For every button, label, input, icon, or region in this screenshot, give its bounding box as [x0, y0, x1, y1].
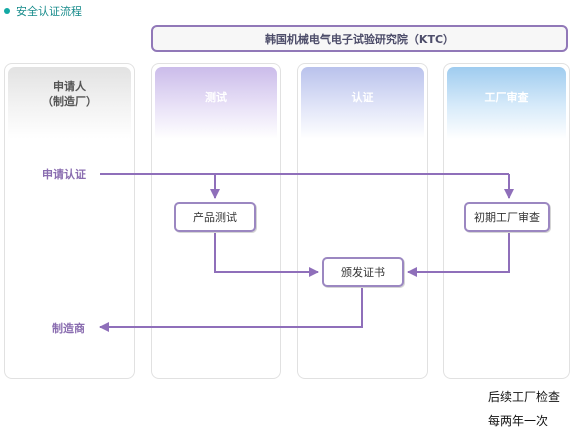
- product-test-box: 产品测试: [174, 202, 256, 232]
- initial-audit-box: 初期工厂审查: [464, 202, 550, 232]
- organization-banner: 韩国机械电气电子试验研究院（KTC）: [151, 25, 568, 52]
- column-applicant: 申请人 （制造厂）: [4, 63, 135, 379]
- frequency-note: 每两年一次: [488, 414, 549, 428]
- page-title-text: 安全认证流程: [16, 5, 82, 18]
- column-applicant-header: 申请人 （制造厂）: [8, 67, 131, 139]
- column-applicant-title: 申请人: [53, 80, 86, 93]
- apply-label: 申请认证: [42, 168, 86, 181]
- column-testing-header: 测试: [155, 67, 277, 139]
- column-certification-header: 认证: [301, 67, 424, 139]
- page-title: 安全认证流程: [4, 3, 82, 19]
- column-applicant-subtitle: （制造厂）: [42, 95, 97, 108]
- arrow-audit-to-certificate: [407, 232, 510, 277]
- arrow-test-to-certificate: [214, 232, 319, 277]
- issue-certificate-box: 颁发证书: [322, 257, 404, 287]
- arrow-certificate-to-manufacturer: [99, 288, 363, 332]
- follow-up-note: 后续工厂检查: [488, 390, 561, 404]
- column-factory-audit-header: 工厂审查: [447, 67, 566, 139]
- manufacturer-label: 制造商: [52, 322, 85, 335]
- bullet-icon: [4, 8, 10, 14]
